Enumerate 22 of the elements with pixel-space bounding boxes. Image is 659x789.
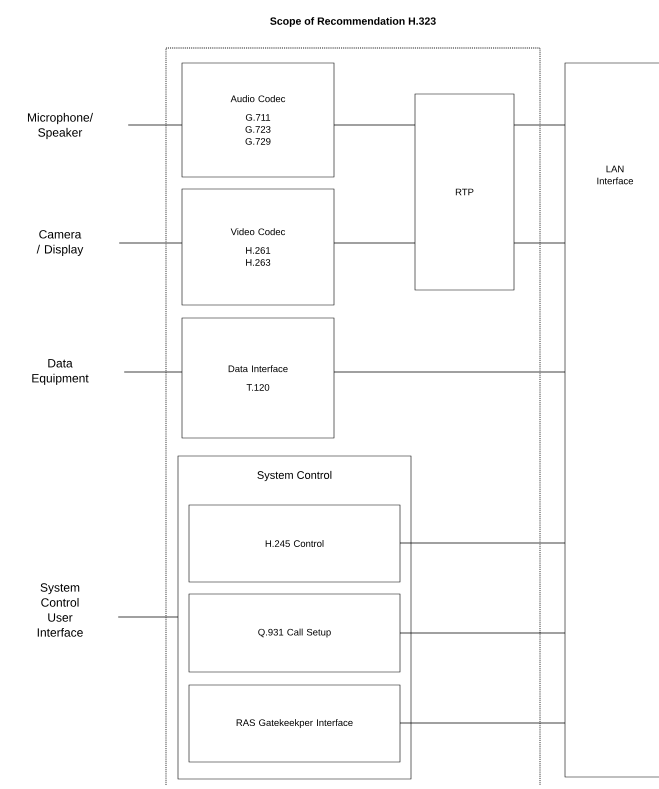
- connector-line: [400, 542, 566, 544]
- connector-line: [128, 124, 182, 126]
- connector-line: [400, 722, 566, 724]
- interface-label: Data Equipment: [32, 359, 89, 385]
- connector-line: [514, 124, 566, 126]
- connector-line: [514, 242, 566, 244]
- function-box: RAS Gatekeekper Interface: [188, 684, 400, 762]
- connector-line: [118, 616, 178, 618]
- interface-bar: LAN Interface: [564, 62, 659, 778]
- function-box: Audio Codec G.711 G.723 G.729: [182, 62, 334, 178]
- connector-line: [118, 242, 182, 244]
- function-box: RTP: [414, 94, 514, 290]
- connector-line: [334, 242, 416, 244]
- function-box: Data Interface T.120: [182, 318, 334, 438]
- interface-label: Camera / Display: [36, 230, 84, 256]
- function-box: H.245 Control: [188, 504, 400, 582]
- function-box: Video Codec H.261 H.263: [182, 188, 334, 306]
- interface-label: Microphone/ Speaker: [28, 112, 93, 140]
- connector-line: [400, 632, 566, 634]
- connector-line: [334, 124, 416, 126]
- interface-label: System Control User Interface: [38, 583, 83, 637]
- function-box: Q.931 Call Setup: [188, 594, 400, 672]
